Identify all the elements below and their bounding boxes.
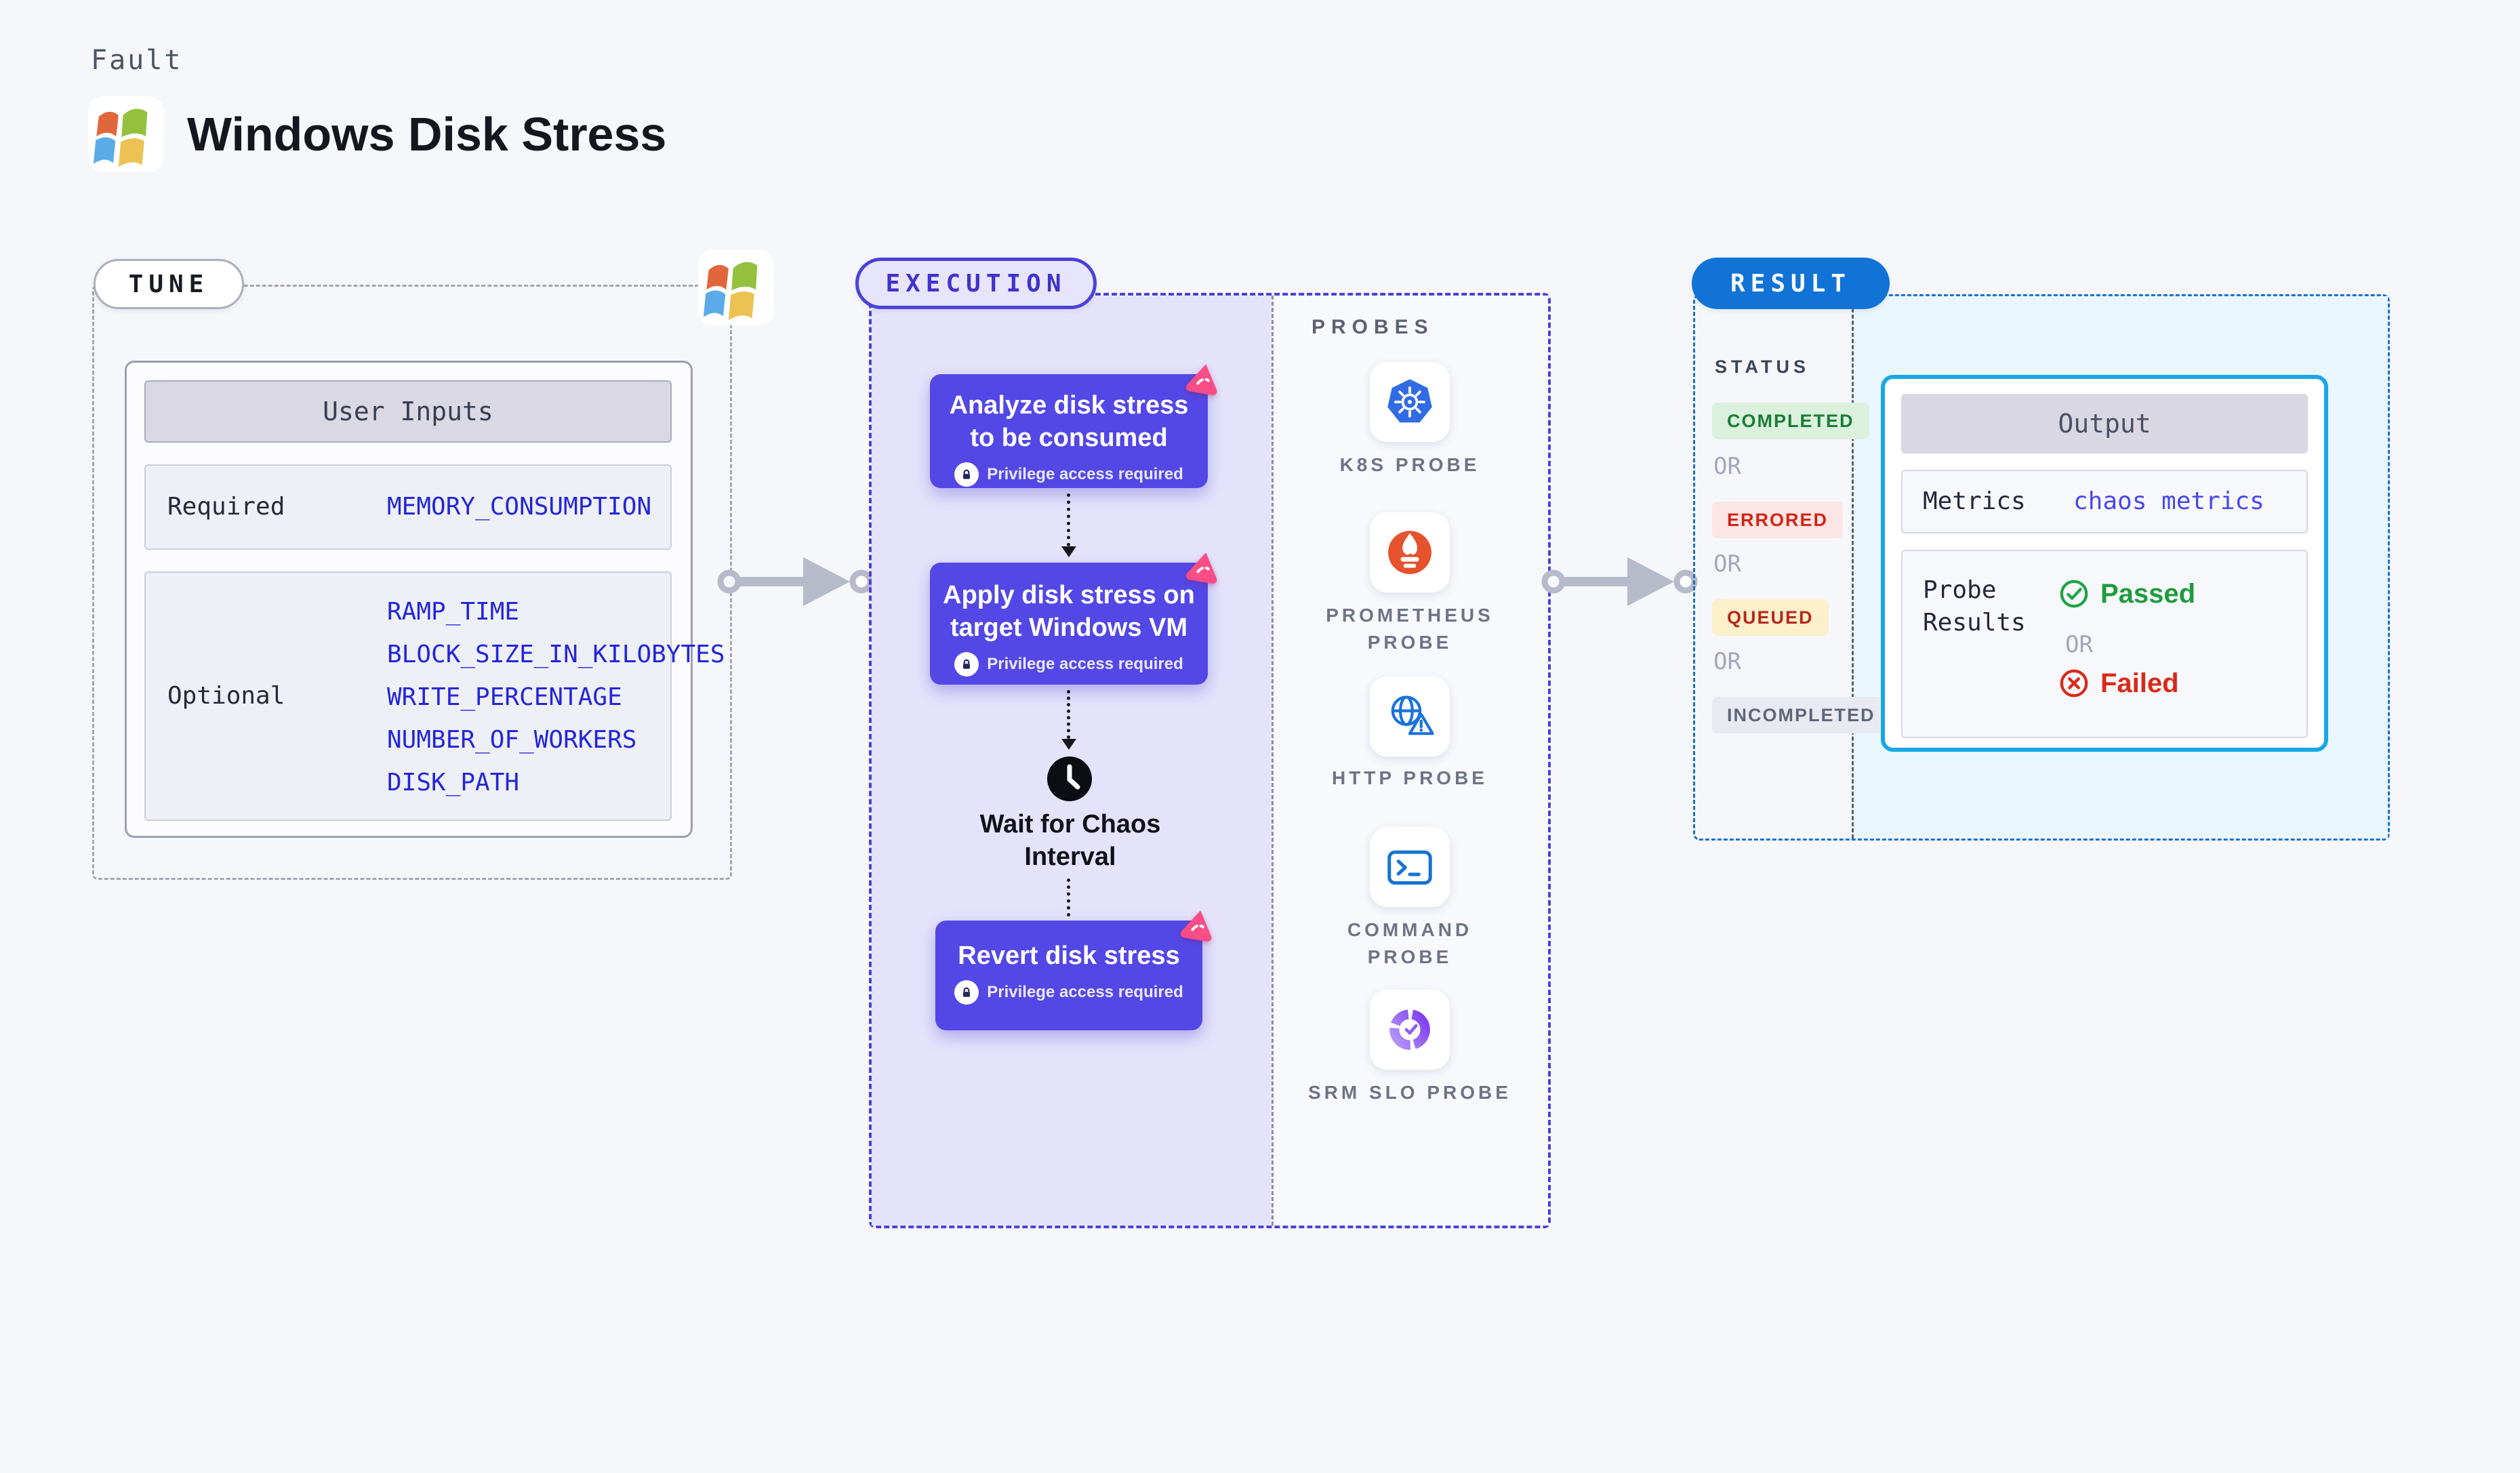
terminal-icon bbox=[1387, 850, 1432, 885]
step-node-apply[interactable]: Apply disk stress on target Windows VM P… bbox=[930, 552, 1217, 685]
arrow-down-icon bbox=[1061, 546, 1076, 557]
status-or-separator: OR bbox=[1713, 453, 1741, 480]
result-section-label: RESULT bbox=[1692, 258, 1890, 309]
probe-label-prometheus: PROMETHEUS PROBE bbox=[1326, 605, 1494, 653]
param-disk-path: DISK_PATH bbox=[387, 769, 520, 796]
privilege-badge-text: Privilege access required bbox=[987, 465, 1183, 483]
metrics-label: Metrics bbox=[1923, 487, 2026, 515]
status-badge-errored: ERRORED bbox=[1712, 502, 1844, 538]
output-card: Output Metrics chaos metrics Probe Resul… bbox=[1881, 375, 2328, 752]
chaos-fault-icon bbox=[1185, 364, 1217, 396]
probe-results-label: Probe Results bbox=[1923, 576, 2026, 637]
wait-step-label: Wait for Chaos Interval bbox=[979, 810, 1161, 871]
lock-icon bbox=[954, 980, 979, 1005]
windows-logo-icon-small bbox=[698, 249, 774, 325]
param-ramp-time: RAMP_TIME bbox=[387, 598, 520, 626]
x-circle-icon bbox=[2060, 669, 2088, 698]
execution-section-label: EXECUTION bbox=[855, 258, 1097, 309]
probe-label-command: COMMAND PROBE bbox=[1347, 919, 1473, 967]
probe-results-row: Probe Results Passed OR Failed bbox=[1901, 550, 2308, 738]
arrow-tune-to-execution-icon bbox=[717, 557, 874, 606]
tune-section-label: TUNE bbox=[94, 259, 244, 309]
required-label: Required bbox=[167, 493, 285, 521]
fault-eyebrow: Fault bbox=[91, 45, 183, 76]
user-inputs-header: User Inputs bbox=[144, 380, 672, 443]
chaos-fault-icon bbox=[1185, 552, 1217, 584]
probe-result-failed: Failed bbox=[2058, 668, 2179, 699]
page-title: Windows Disk Stress bbox=[187, 108, 667, 161]
probe-label-srm-slo: SRM SLO PROBE bbox=[1308, 1082, 1511, 1103]
flow-connector bbox=[1067, 879, 1070, 916]
chaos-metrics-link[interactable]: chaos metrics bbox=[2073, 487, 2264, 515]
user-inputs-table: User Inputs Required MEMORY_CONSUMPTION … bbox=[125, 361, 725, 838]
passed-text: Passed bbox=[2100, 578, 2196, 609]
step-node-title: Revert disk stress bbox=[958, 942, 1180, 970]
table-row-required: Required MEMORY_CONSUMPTION bbox=[144, 464, 672, 550]
privilege-badge-text: Privilege access required bbox=[987, 655, 1183, 673]
windows-logo-icon bbox=[88, 96, 164, 172]
flow-connector bbox=[1067, 493, 1070, 546]
param-number-of-workers: NUMBER_OF_WORKERS bbox=[387, 726, 637, 754]
step-node-title: Apply disk stress on target Windows VM bbox=[943, 581, 1195, 642]
http-globe-icon bbox=[1391, 695, 1434, 735]
status-badge-queued: QUEUED bbox=[1712, 599, 1829, 636]
clock-icon bbox=[1047, 756, 1092, 801]
optional-label: Optional bbox=[167, 682, 285, 710]
kubernetes-icon bbox=[1387, 379, 1432, 423]
metrics-row: Metrics chaos metrics bbox=[1901, 470, 2308, 533]
probe-card-k8s[interactable] bbox=[1370, 362, 1450, 442]
probes-panel: PROBES bbox=[1272, 296, 1548, 1226]
probe-card-command[interactable] bbox=[1370, 827, 1450, 907]
lock-icon bbox=[954, 462, 979, 487]
srm-slo-icon bbox=[1389, 1009, 1430, 1050]
probe-card-http[interactable] bbox=[1370, 677, 1450, 756]
check-circle-icon bbox=[2060, 580, 2088, 608]
prometheus-icon bbox=[1388, 531, 1431, 574]
chaos-fault-icon bbox=[1180, 910, 1212, 942]
probe-label-http: HTTP PROBE bbox=[1332, 767, 1488, 788]
flow-connector bbox=[1067, 690, 1070, 739]
output-or-separator: OR bbox=[2065, 631, 2093, 658]
probe-label-k8s: K8S PROBE bbox=[1339, 454, 1480, 475]
arrow-execution-to-result-icon bbox=[1541, 557, 1698, 606]
probe-result-passed: Passed bbox=[2058, 578, 2195, 609]
probe-card-prometheus[interactable] bbox=[1370, 512, 1450, 592]
step-node-title: Analyze disk stress to be consumed bbox=[949, 391, 1189, 452]
status-heading: STATUS bbox=[1715, 357, 1810, 377]
param-memory-consumption: MEMORY_CONSUMPTION bbox=[387, 493, 652, 521]
output-header: Output bbox=[1901, 394, 2308, 453]
privilege-badge-text: Privilege access required bbox=[987, 983, 1183, 1001]
status-or-separator: OR bbox=[1713, 648, 1741, 675]
param-block-size: BLOCK_SIZE_IN_KILOBYTES bbox=[387, 641, 725, 668]
probes-panel-title: PROBES bbox=[1312, 316, 1434, 338]
status-badge-completed: COMPLETED bbox=[1712, 403, 1869, 439]
lock-icon bbox=[954, 652, 979, 677]
status-or-separator: OR bbox=[1713, 550, 1741, 578]
probe-card-srm-slo[interactable] bbox=[1370, 990, 1450, 1070]
table-row-optional: Optional RAMP_TIME BLOCK_SIZE_IN_KILOBYT… bbox=[144, 571, 725, 821]
param-write-percentage: WRITE_PERCENTAGE bbox=[387, 683, 622, 711]
step-node-analyze[interactable]: Analyze disk stress to be consumed Privi… bbox=[930, 364, 1217, 488]
failed-text: Failed bbox=[2100, 668, 2179, 698]
step-node-revert[interactable]: Revert disk stress Privilege access requ… bbox=[935, 910, 1212, 1030]
arrow-down-icon bbox=[1061, 739, 1076, 750]
status-badge-incompleted: INCOMPLETED bbox=[1712, 697, 1890, 733]
